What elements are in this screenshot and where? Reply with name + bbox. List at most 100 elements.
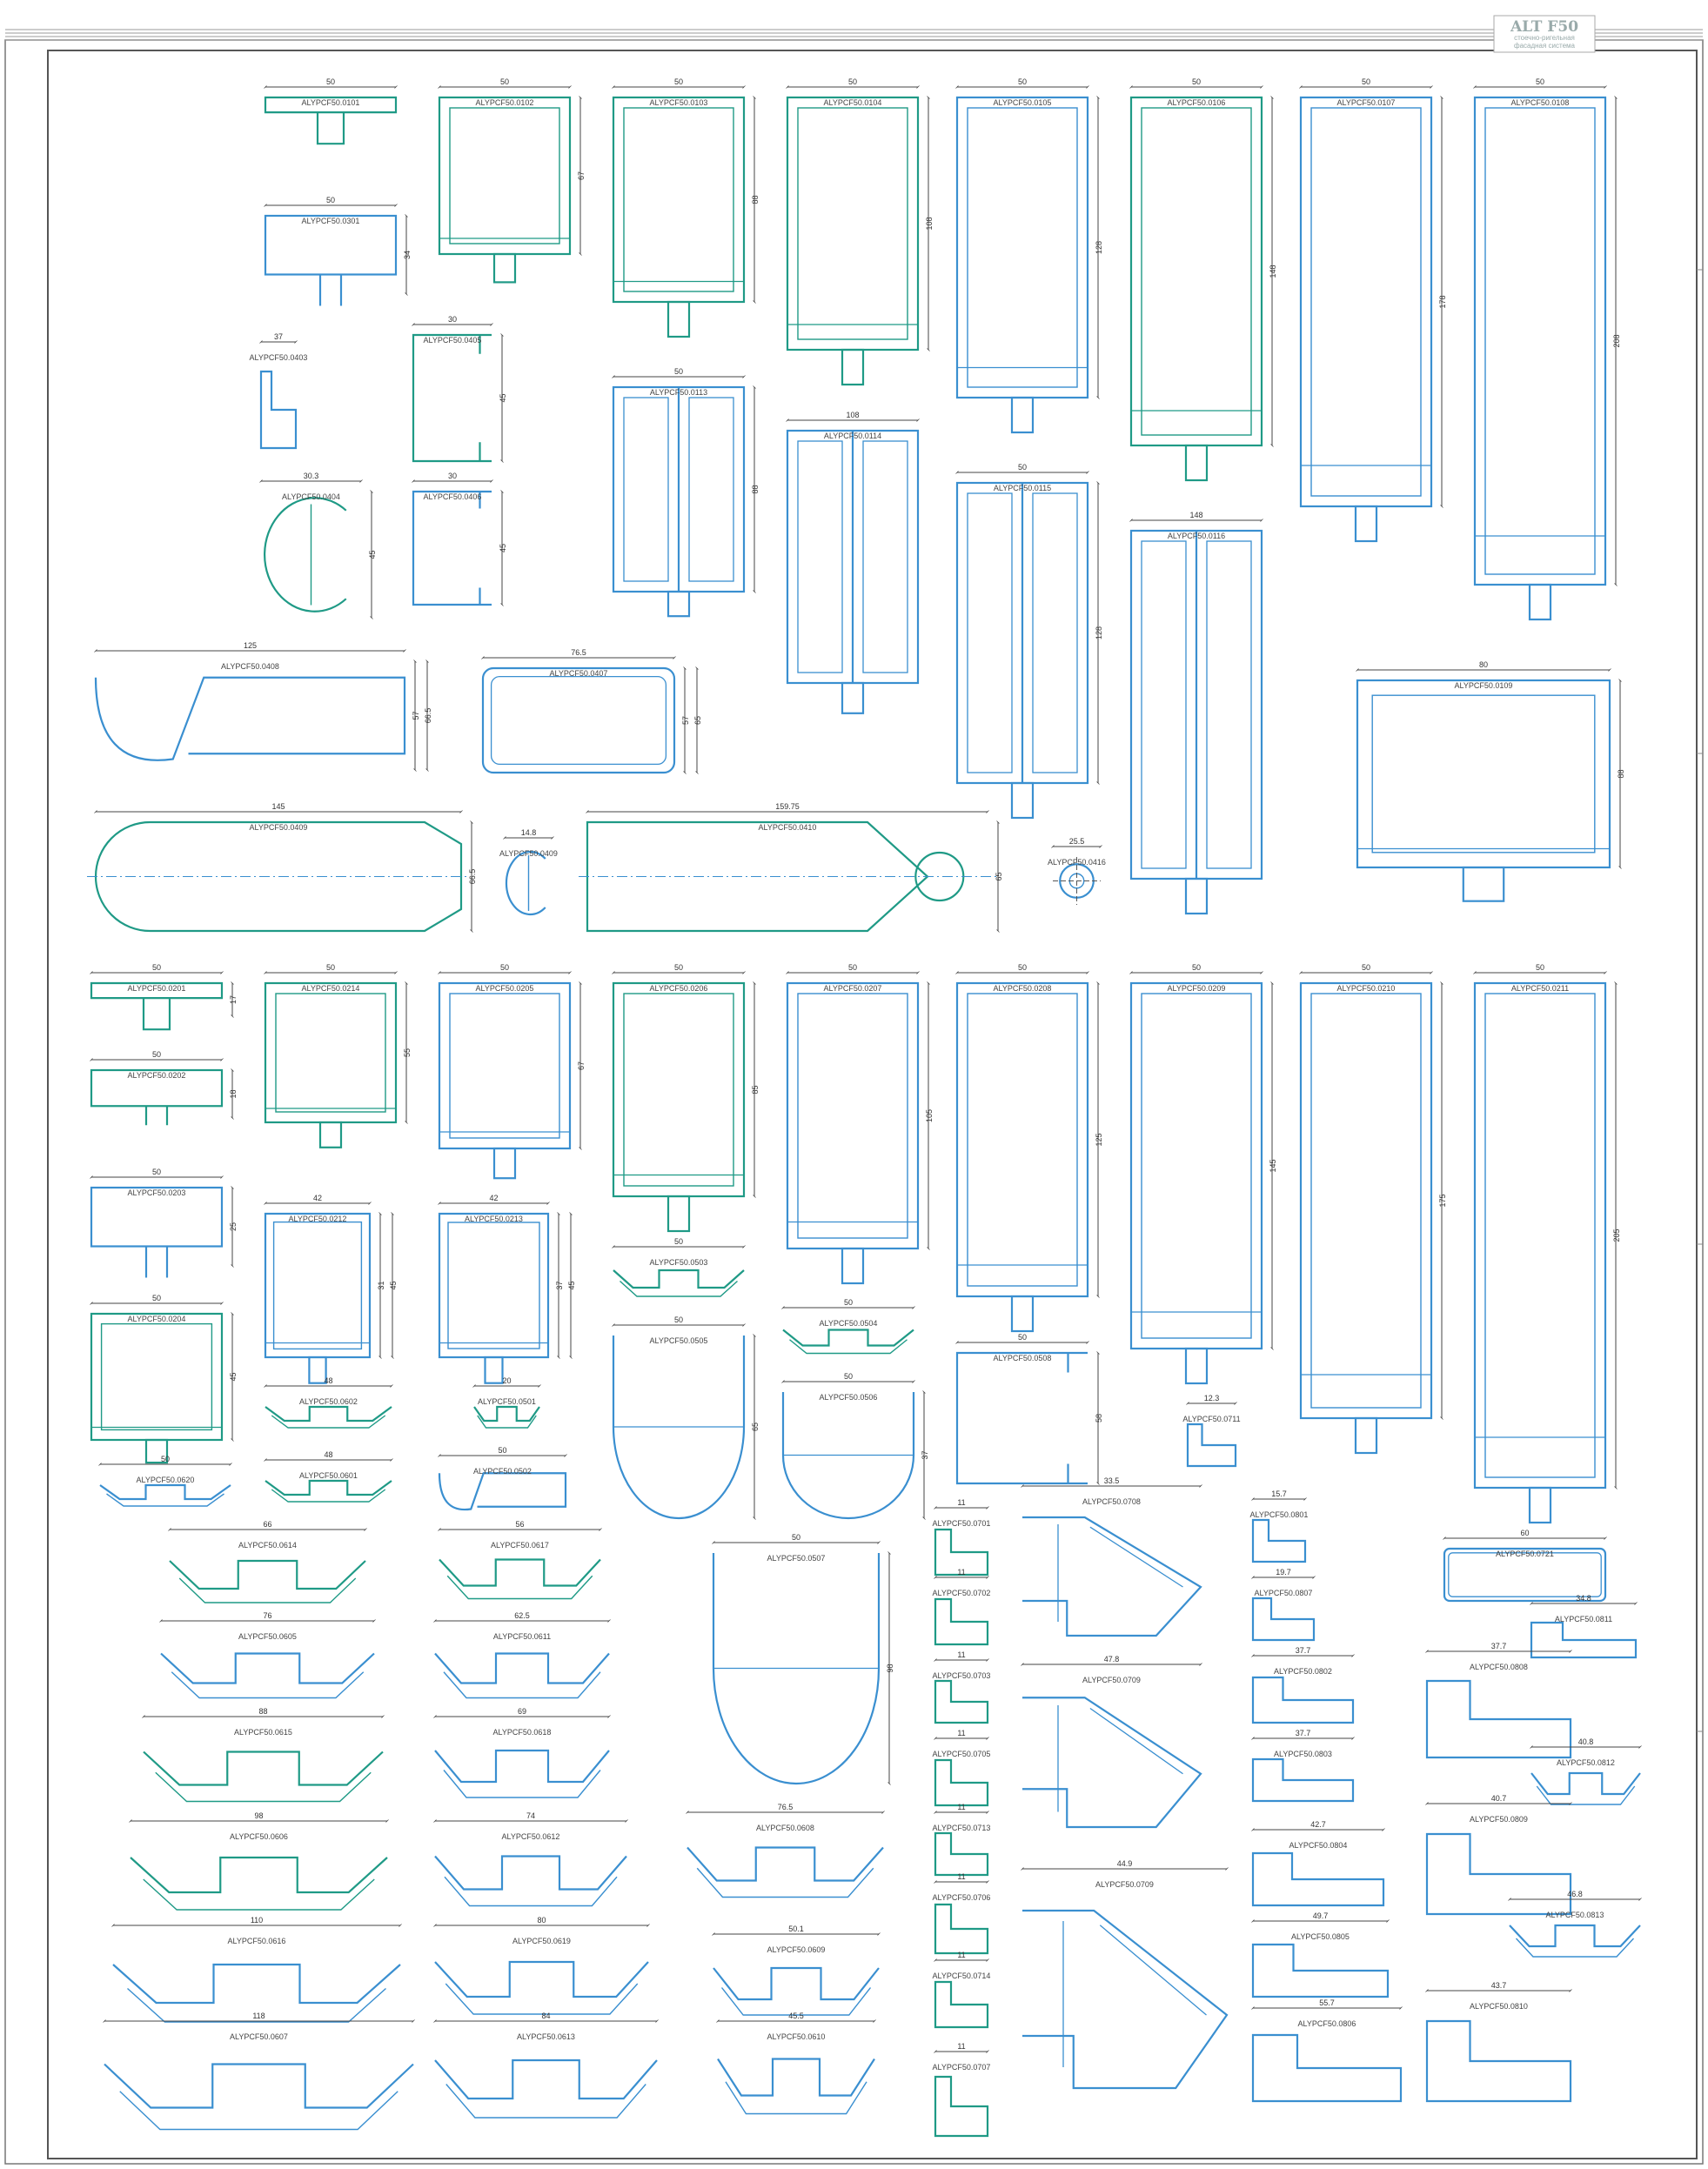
dimension-value: 50 <box>326 196 335 204</box>
profile-code: ALYPCF50.0206 <box>650 984 708 993</box>
dimension-value: 45 <box>368 550 377 559</box>
dimension-value: 65 <box>751 1423 760 1431</box>
dimension-value: 50 <box>674 77 683 86</box>
profile-code: ALYPCF50.0807 <box>1255 1589 1313 1597</box>
dimension-value: 205 <box>1612 1228 1621 1242</box>
profile-code: ALYPCF50.0102 <box>476 98 534 107</box>
profile-code: ALYPCF50.0707 <box>933 2063 991 2072</box>
dimension-value: 84 <box>541 2012 550 2020</box>
profile-code: ALYPCF50.0611 <box>493 1632 551 1641</box>
dimension-value: 50 <box>1192 963 1201 972</box>
dimension-value: 50 <box>500 77 509 86</box>
dimension-value: 17 <box>229 995 238 1004</box>
dimension-value: 15.7 <box>1271 1490 1287 1498</box>
dimension-value: 67 <box>577 171 586 180</box>
profile-code: ALYPCF50.0208 <box>994 984 1052 993</box>
dimension-value: 98 <box>254 1811 263 1820</box>
dimension-value: 159.75 <box>775 802 800 811</box>
inner-border <box>47 50 1698 2159</box>
profile-code: ALYPCF50.0610 <box>767 2032 826 2041</box>
profile-code: ALYPCF50.0709 <box>1095 1880 1154 1889</box>
dimension-value: 50 <box>161 1455 170 1463</box>
profile-code: ALYPCF50.0702 <box>933 1589 991 1597</box>
profile-code: ALYPCF50.0114 <box>824 432 881 440</box>
dimension-value: 31 <box>377 1281 385 1289</box>
profile-code: ALYPCF50.0107 <box>1337 98 1396 107</box>
dimension-value: 66.5 <box>468 869 477 885</box>
header-rule-lines <box>5 29 1703 41</box>
brand-title: ALT F50 <box>1510 18 1578 36</box>
dimension-value: 145 <box>1269 1159 1277 1172</box>
dimension-value: 88 <box>751 485 760 493</box>
dimension-value: 40.8 <box>1578 1737 1594 1746</box>
profile-code: ALYPCF50.0113 <box>650 388 707 397</box>
profile-code: ALYPCF50.0804 <box>1289 1841 1348 1850</box>
profile-code: ALYPCF50.0203 <box>128 1188 186 1197</box>
dimension-value: 30 <box>448 315 457 324</box>
profile-code: ALYPCF50.0711 <box>1182 1415 1240 1423</box>
dimension-value: 50 <box>1536 963 1544 972</box>
dimension-value: 18 <box>229 1089 238 1098</box>
dimension-value: 60 <box>1520 1529 1529 1537</box>
dimension-value: 46.8 <box>1567 1890 1583 1898</box>
profile-code: ALYPCF50.0607 <box>230 2032 288 2041</box>
dimension-value: 50 <box>500 963 509 972</box>
profile-code: ALYPCF50.0507 <box>767 1554 826 1563</box>
dimension-value: 47.8 <box>1104 1655 1120 1664</box>
dimension-value: 50 <box>152 1294 161 1302</box>
dimension-value: 20 <box>502 1376 511 1385</box>
profile-code: ALYPCF50.0408 <box>221 662 279 671</box>
dimension-value: 66 <box>263 1520 271 1529</box>
dimension-value: 50 <box>844 1372 853 1381</box>
dimension-value: 14.8 <box>521 828 537 837</box>
dimension-value: 50 <box>674 963 683 972</box>
dimension-value: 118 <box>252 2012 265 2020</box>
profile-code: ALYPCF50.0204 <box>128 1315 186 1323</box>
dimension-value: 56 <box>515 1520 524 1529</box>
dimension-value: 76.5 <box>778 1803 794 1811</box>
dimension-value: 175 <box>1438 1194 1447 1207</box>
dimension-value: 40.7 <box>1491 1794 1507 1803</box>
profile-code: ALYPCF50.0706 <box>933 1893 991 1902</box>
dimension-value: 37 <box>921 1450 929 1459</box>
dimension-value: 50 <box>1362 963 1370 972</box>
dimension-value: 45 <box>389 1281 398 1289</box>
dimension-value: 50 <box>152 1168 161 1176</box>
profile-code: ALYPCF50.0201 <box>128 984 186 993</box>
dimension-value: 57 <box>681 716 690 725</box>
brand-subtitle-1: стоечно-ригельная <box>1514 34 1575 42</box>
dimension-value: 50 <box>1362 77 1370 86</box>
